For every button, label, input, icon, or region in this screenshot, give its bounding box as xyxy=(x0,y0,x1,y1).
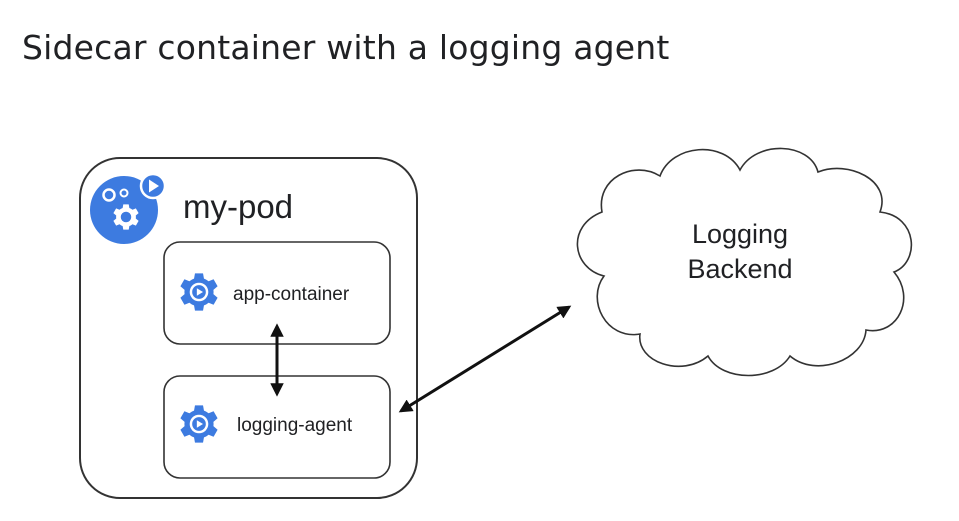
app-container-label: app-container xyxy=(233,284,350,305)
pod-label: my-pod xyxy=(183,188,293,225)
backend-label-line2: Backend xyxy=(687,254,792,284)
backend-label-line1: Logging xyxy=(692,219,788,249)
page-title: Sidecar container with a logging agent xyxy=(22,28,670,67)
agent-backend-arrow xyxy=(398,305,572,413)
pod-gears-icon xyxy=(90,172,167,244)
logging-backend-cloud xyxy=(576,147,913,377)
logging-agent-label: logging-agent xyxy=(237,415,353,436)
